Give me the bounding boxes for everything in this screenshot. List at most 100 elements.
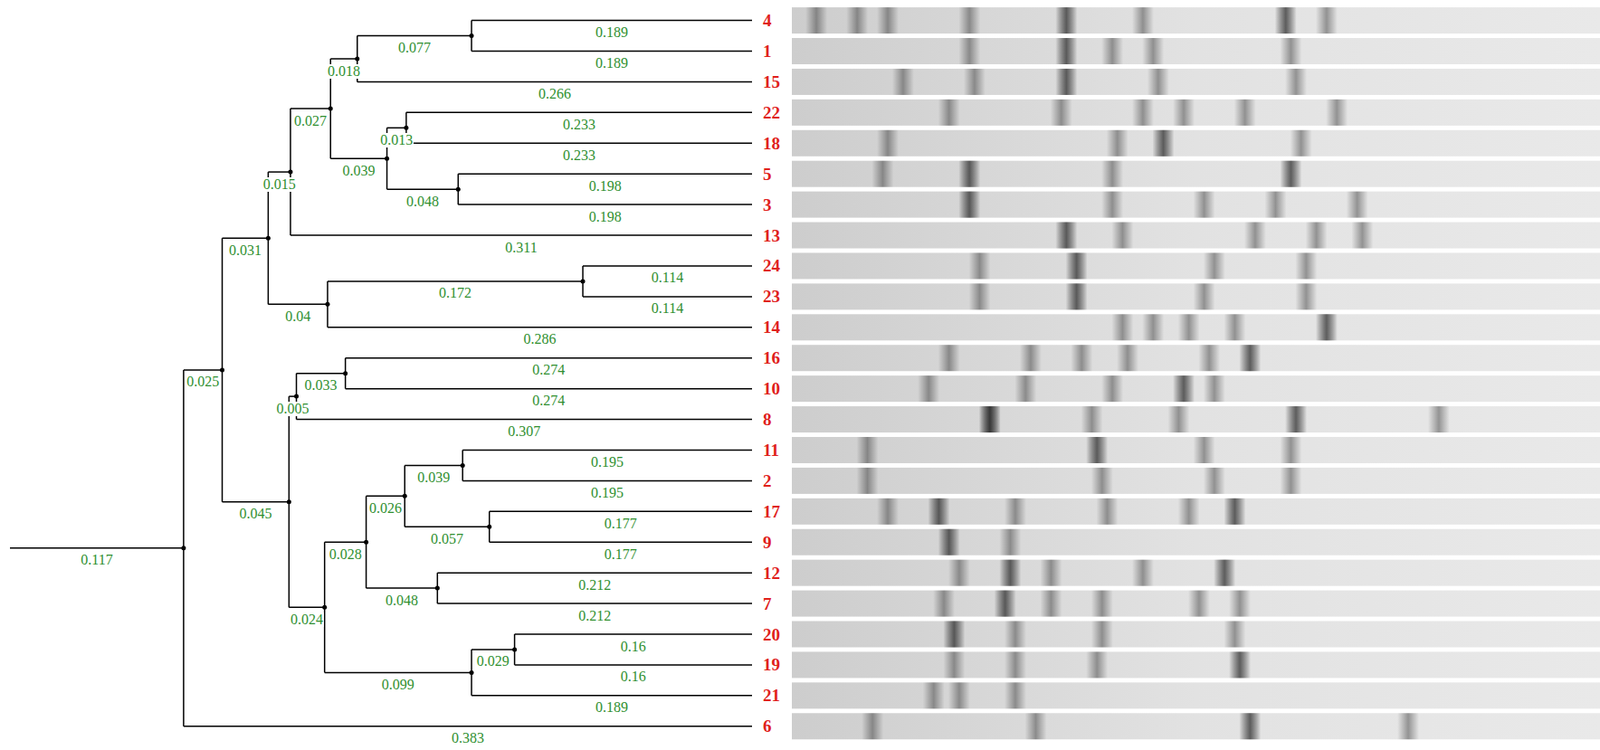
branch-length: 0.172 <box>438 285 473 301</box>
branch-length: 0.024 <box>289 612 324 628</box>
gel-band <box>1066 283 1088 310</box>
branch-length: 0.233 <box>561 117 597 133</box>
gel-band <box>1238 344 1261 372</box>
branch-length: 0.195 <box>590 455 625 470</box>
tree-node-dot <box>363 540 369 545</box>
gel-band <box>1295 252 1317 279</box>
gel-band <box>1238 344 1261 372</box>
tree-branch <box>345 388 753 391</box>
gel-band <box>1228 590 1251 618</box>
gel-band <box>938 529 961 556</box>
gel-band <box>933 590 955 618</box>
gel-lane <box>791 130 1600 157</box>
gel-band <box>958 161 981 188</box>
tree-branch <box>437 602 753 605</box>
gel-band <box>1101 38 1124 65</box>
gel-lane <box>791 713 1600 740</box>
tree-branch <box>457 203 753 206</box>
tree-branch <box>387 127 407 130</box>
tree-node-dot <box>486 524 492 530</box>
leaf-number: 3 <box>762 196 772 214</box>
tree-branch <box>290 107 331 110</box>
gel-band <box>958 7 981 34</box>
gel-lane <box>791 406 1600 433</box>
gel-band <box>1428 406 1450 433</box>
gel-band <box>1014 375 1037 402</box>
gel-band <box>1066 252 1088 279</box>
gel-band <box>1152 130 1174 157</box>
branch-length: 0.025 <box>185 374 220 390</box>
branch-length: 0.005 <box>275 401 310 417</box>
leaf-number: 2 <box>762 472 772 490</box>
branch-length: 0.16 <box>619 639 648 655</box>
gel-band <box>1172 375 1195 402</box>
leaf-number: 6 <box>762 717 772 735</box>
leaf-number: 13 <box>762 227 781 245</box>
gel-band <box>1101 375 1124 402</box>
tree-branch <box>489 541 753 543</box>
gel-lane <box>791 222 1600 249</box>
gel-band <box>1203 375 1226 402</box>
gel-band <box>1095 498 1118 525</box>
gel-band <box>1142 38 1164 65</box>
gel-band <box>942 651 965 678</box>
tree-branch <box>345 357 753 360</box>
leaf-number: 16 <box>762 349 781 367</box>
leaf-number: 5 <box>762 165 772 183</box>
gel-band <box>1132 99 1154 126</box>
tree-branch <box>366 495 406 498</box>
gel-band <box>938 344 961 372</box>
leaf-number: 17 <box>762 503 781 521</box>
gel-lane <box>791 621 1600 648</box>
gel-band <box>1265 191 1287 219</box>
branch-length: 0.177 <box>603 516 639 532</box>
leaf-number: 15 <box>762 73 781 91</box>
gel-band <box>994 590 1017 618</box>
gel-lane <box>791 375 1600 402</box>
gel-band <box>927 498 950 525</box>
gel-band <box>1111 314 1134 341</box>
tree-node-dot <box>328 106 334 112</box>
tree-branch <box>582 295 753 298</box>
tree-node-dot <box>322 605 327 610</box>
leaf-number: 21 <box>762 686 781 705</box>
leaf-number: 20 <box>762 626 781 644</box>
tree-node-dot <box>384 156 390 162</box>
tree-branch <box>357 81 753 84</box>
gel-band <box>927 498 950 525</box>
gel-band <box>958 38 981 65</box>
branch-length: 0.013 <box>379 133 414 148</box>
tree-branch <box>582 265 753 267</box>
gel-band <box>1039 560 1062 587</box>
branch-length: 0.383 <box>450 731 486 746</box>
branch-length: 0.307 <box>506 424 542 439</box>
tree-branch <box>387 188 459 191</box>
gel-band <box>1172 99 1195 126</box>
tree-branch <box>324 672 472 675</box>
tree-node-dot <box>287 170 293 175</box>
tree-branch <box>183 725 753 728</box>
gel-band <box>948 560 971 587</box>
leaf-number: 11 <box>762 441 780 459</box>
branch-length: 0.099 <box>380 677 416 693</box>
branch-length: 0.117 <box>79 552 114 568</box>
gel-band <box>1188 590 1210 618</box>
gel-band <box>1203 467 1226 495</box>
tree-branch <box>327 326 753 329</box>
gel-band <box>871 161 894 188</box>
tree-branch <box>471 19 753 22</box>
gel-band <box>1279 437 1302 464</box>
leaf-number: 7 <box>762 595 772 613</box>
gel-band <box>1213 560 1236 587</box>
gel-band <box>1004 682 1027 709</box>
gel-band <box>1066 283 1088 310</box>
branch-length: 0.039 <box>341 163 376 179</box>
gel-band <box>958 191 981 219</box>
tree-node-dot <box>435 586 440 591</box>
gel-band <box>1085 651 1108 678</box>
tree-branch <box>296 372 346 375</box>
tree-branch <box>327 280 583 283</box>
gel-band <box>1066 252 1088 279</box>
gel-lane <box>791 161 1600 188</box>
